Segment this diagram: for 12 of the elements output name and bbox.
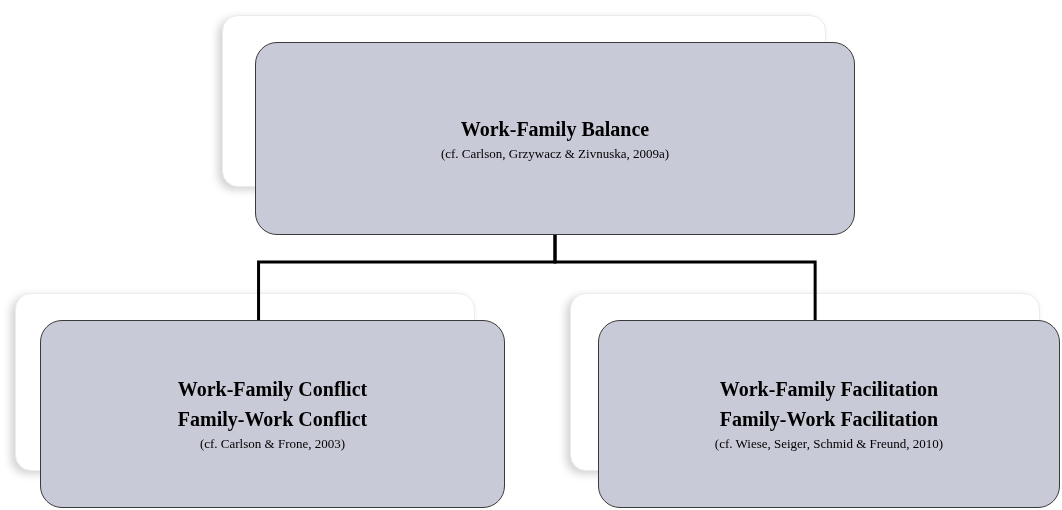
box-title: Family-Work Conflict [177,407,368,433]
box-title: Work-Family Facilitation [719,377,939,403]
citation: (cf. Carlson, Grzywacz & Zivnuska, 2009a) [440,144,670,163]
rounded-box [255,42,855,235]
box-title: Family-Work Facilitation [719,407,939,433]
rounded-box [40,320,505,508]
rounded-box [598,320,1060,508]
citation: (cf. Carlson & Frone, 2003) [199,435,346,453]
connector-line [553,235,817,320]
citation: (cf. Wiese, Seiger, Schmid & Freund, 2010) [714,435,944,453]
box-title: Work-Family Conflict [177,377,368,403]
box-title: Work-Family Balance [460,116,650,143]
